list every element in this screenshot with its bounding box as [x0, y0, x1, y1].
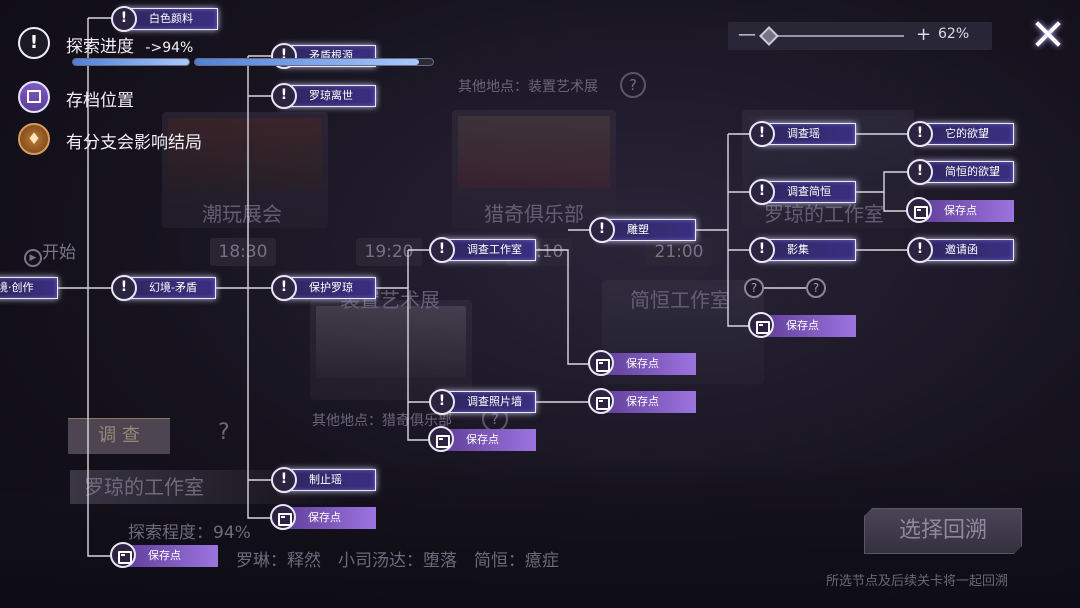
- node-save-right-2[interactable]: 保存点: [906, 197, 1014, 223]
- node-its-desire[interactable]: ! 它的欲望: [907, 121, 1014, 147]
- node-luoqiong-death[interactable]: ! 罗琼离世: [271, 83, 376, 109]
- bg-time-2100: 21:00: [646, 238, 712, 266]
- bg-time-1920: 19:20: [356, 238, 422, 266]
- node-save-right-1[interactable]: 保存点: [748, 312, 856, 338]
- bg-time-1830: 18:30: [210, 238, 276, 266]
- node-illusion-contradiction[interactable]: ! 幻境-矛盾: [111, 275, 216, 301]
- save-icon: [906, 197, 932, 223]
- rewind-footnote: 所选节点及后续关卡将一起回溯: [826, 574, 1009, 589]
- node-save-mid-2[interactable]: 保存点: [588, 350, 696, 376]
- bg-other-place-1: 其他地点：装置艺术展: [458, 79, 598, 95]
- bg-other-place-2: 其他地点：猎奇俱乐部: [312, 413, 452, 429]
- bg-location-luoqiong: 罗琼的工作室: [764, 202, 884, 226]
- save-icon: [428, 426, 454, 452]
- exclaim-icon: !: [271, 275, 297, 301]
- tab-unknown[interactable]: ?: [218, 420, 230, 445]
- node-protect-luoqiong[interactable]: ! 保护罗琼: [271, 275, 376, 301]
- node-create[interactable]: 境·创作: [0, 277, 58, 299]
- bg-card-chaowan: [162, 112, 328, 228]
- question-node-1[interactable]: ?: [744, 278, 764, 298]
- zoom-control: — + 62%: [728, 22, 992, 50]
- node-stop-yao[interactable]: ! 制止瑶: [271, 467, 376, 493]
- exclaim-icon: !: [111, 6, 137, 32]
- progress-bar-1: [72, 58, 190, 66]
- save-icon: [588, 388, 614, 414]
- bg-question-icon-1: ?: [620, 72, 646, 98]
- play-icon: ▶: [24, 249, 42, 267]
- exclaim-icon: !: [907, 121, 933, 147]
- zoom-level: 62%: [938, 26, 970, 42]
- detail-states: 罗琳：释然 小司汤达：堕落 简恒：癔症: [236, 551, 559, 571]
- zoom-out-button[interactable]: —: [738, 24, 756, 45]
- exclaim-icon: !: [907, 159, 933, 185]
- save-icon: [588, 350, 614, 376]
- save-icon: [748, 312, 774, 338]
- exclaim-icon: !: [271, 467, 297, 493]
- exclaim-icon: !: [749, 121, 775, 147]
- bg-card-lieqi: [452, 110, 616, 228]
- progress-bar-2: [194, 58, 434, 66]
- exclaim-icon: !: [18, 27, 50, 59]
- exclaim-icon: !: [907, 237, 933, 263]
- bg-location-lieqi: 猎奇俱乐部: [484, 202, 584, 226]
- node-album[interactable]: ! 影集: [749, 237, 856, 263]
- node-save-left[interactable]: 保存点: [270, 504, 376, 530]
- node-jianheng-desire[interactable]: ! 简恒的欲望: [907, 159, 1014, 185]
- node-invitation[interactable]: ! 邀请函: [907, 237, 1014, 263]
- node-white-paint[interactable]: ! 白色颜料: [111, 6, 218, 32]
- bg-location-jianheng: 简恒工作室: [630, 288, 730, 312]
- zoom-slider-track[interactable]: [760, 35, 904, 37]
- exclaim-icon: !: [749, 237, 775, 263]
- branch-icon: ♦: [18, 123, 50, 155]
- exclaim-icon: !: [429, 237, 455, 263]
- node-investigate-studio[interactable]: ! 调查工作室: [429, 237, 536, 263]
- exclaim-icon: !: [271, 83, 297, 109]
- close-icon[interactable]: [1030, 16, 1066, 52]
- question-node-2[interactable]: ?: [806, 278, 826, 298]
- save-icon: [110, 542, 136, 568]
- tab-investigate[interactable]: 调 查: [68, 418, 170, 454]
- exclaim-icon: !: [749, 179, 775, 205]
- choose-rewind-button[interactable]: 选择回溯: [864, 508, 1022, 554]
- node-save-mid-1[interactable]: 保存点: [428, 426, 536, 452]
- bg-start: ▶开始: [24, 238, 76, 267]
- node-investigate-yao[interactable]: ! 调查瑶: [749, 121, 856, 147]
- node-investigate-photo-wall[interactable]: ! 调查照片墙: [429, 389, 536, 415]
- bg-card-zhuangzhi: [310, 300, 472, 400]
- exclaim-icon: !: [429, 389, 455, 415]
- exclaim-icon: !: [589, 217, 615, 243]
- zoom-in-button[interactable]: +: [916, 24, 932, 45]
- node-sculpture[interactable]: ! 雕塑: [589, 217, 696, 243]
- bg-location-chaowan: 潮玩展会: [202, 202, 282, 226]
- zoom-slider-thumb[interactable]: [759, 26, 779, 46]
- detail-progress: 探索程度：94%: [128, 523, 251, 543]
- node-investigate-jianheng[interactable]: ! 调查简恒: [749, 179, 856, 205]
- exclaim-icon: !: [111, 275, 137, 301]
- save-icon: [18, 81, 50, 113]
- node-save-mid-3[interactable]: 保存点: [588, 388, 696, 414]
- save-icon: [270, 504, 296, 530]
- node-save-bottom-left[interactable]: 保存点: [110, 542, 218, 568]
